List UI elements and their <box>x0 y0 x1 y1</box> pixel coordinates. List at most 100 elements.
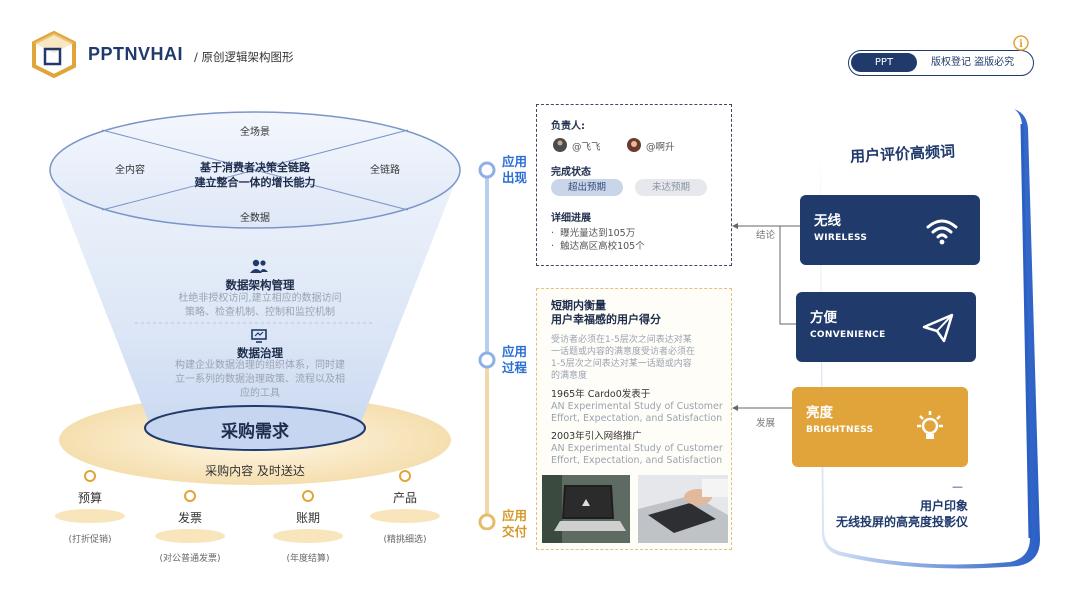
timeline-stage-3: 应用 交付 <box>502 508 527 540</box>
progress-label: 详细进展 <box>551 213 591 224</box>
info-icon[interactable]: i <box>1013 35 1029 51</box>
card-brightness-cn: 亮度 <box>806 405 833 421</box>
pill-copyright-label: 版权登记 盗版必究 <box>931 57 1015 68</box>
label-full-scene: 全场景 <box>240 127 270 138</box>
card-brightness-en: BRIGHTNESS <box>806 425 874 435</box>
label-full-content: 全内容 <box>115 165 145 176</box>
card-wireless-cn: 无线 <box>814 213 841 229</box>
section1-desc: 杜绝非授权访问,建立相应的数据访问 策略、检查机制、控制和监控机制 <box>160 292 360 320</box>
measure-title-1: 短期内衡量 <box>551 299 606 312</box>
phone-footer: 用户印象 无线投屏的高亮度投影仪 <box>820 498 968 530</box>
keyword-card-wireless: 无线 WIRELESS <box>800 195 980 265</box>
base-title: 采购需求 <box>221 422 289 442</box>
funnel-graphic <box>49 111 461 543</box>
base-subtitle: 采购内容 及时送达 <box>205 464 305 478</box>
section1-desc-2: 策略、检查机制、控制和监控机制 <box>185 307 335 318</box>
section1-desc-1: 杜绝非授权访问,建立相应的数据访问 <box>178 293 342 304</box>
item-term-note: (年度结算) <box>286 554 330 564</box>
measure-title: 短期内衡量 用户幸福感的用户得分 <box>551 299 661 327</box>
bullet-2-text: 触达高区高校105个 <box>560 241 645 252</box>
event-1: 1965年 Cardo0发表于 AN Experimental Study of… <box>551 389 723 425</box>
item-invoice-label: 发票 <box>177 511 202 525</box>
progress-bullets: · 曝光量达到105万 · 触达高区高校105个 <box>551 227 645 253</box>
footer-line-1: 用户印象 <box>919 499 968 513</box>
item-invoice-note: (对公普通发票) <box>159 554 221 564</box>
card-convenience-cn: 方便 <box>810 310 837 326</box>
center-line-1: 基于消费者决策全链路 <box>200 161 310 174</box>
users-icon <box>250 259 268 273</box>
photo-typing <box>638 475 728 543</box>
event-2-line-1: AN Experimental Study of Customer <box>551 443 723 454</box>
event-1-title: 1965年 Cardo0发表于 <box>551 389 651 400</box>
brand-subtitle: / 原创逻辑架构图形 <box>194 50 294 64</box>
center-line-2: 建立整合一体的增长能力 <box>194 176 316 189</box>
measure-desc: 受访者必须在1-5层次之间表达对某 一话题或内容的满意度受访者必须在 1-5层次… <box>551 334 695 382</box>
measure-desc-1: 受访者必须在1-5层次之间表达对某 <box>551 335 692 345</box>
connector-lines <box>732 223 802 411</box>
item-budget-note: (打折促销) <box>68 535 112 545</box>
status-tag-missed: 未达预期 <box>635 179 707 196</box>
item-product-label: 产品 <box>392 491 417 505</box>
wifi-icon <box>926 219 958 245</box>
status-tag-exceeded: 超出预期 <box>551 179 623 196</box>
measure-desc-4: 的满意度 <box>551 371 588 381</box>
card-convenience-en: CONVENIENCE <box>810 330 886 340</box>
photo-laptop <box>542 475 630 543</box>
stage-2-line-2: 过程 <box>502 360 528 375</box>
owner-2: @啊升 <box>646 142 675 153</box>
stage-1-line-2: 出现 <box>502 170 528 185</box>
item-budget-label: 预算 <box>77 491 102 505</box>
measure-desc-3: 1-5层次之间表达对某一话题或内容 <box>551 359 692 369</box>
bullet-1-text: 曝光量达到105万 <box>560 228 636 239</box>
event-1-line-2: Effort, Expectation, and Satisfaction <box>551 413 723 424</box>
measure-title-2: 用户幸福感的用户得分 <box>551 313 661 326</box>
label-full-data: 全数据 <box>240 213 270 224</box>
measure-desc-2: 一话题或内容的满意度受访者必须在 <box>551 347 696 357</box>
avatar-2 <box>627 138 641 152</box>
stage-3-line-2: 交付 <box>502 524 528 539</box>
bulb-icon <box>917 411 943 439</box>
item-product-note: (精挑细选) <box>383 535 427 545</box>
funnel-center-text: 基于消费者决策全链路 建立整合一体的增长能力 <box>175 160 335 190</box>
paper-plane-icon <box>922 313 954 343</box>
footer-line-2: 无线投屏的高亮度投影仪 <box>835 515 968 529</box>
connector-label-development: 发展 <box>756 415 776 429</box>
event-1-line-1: AN Experimental Study of Customer <box>551 401 723 412</box>
brand-name: PPTNVHAI <box>88 44 184 64</box>
cube-logo-icon <box>32 30 76 78</box>
avatar-1 <box>553 138 567 152</box>
keyword-card-convenience: 方便 CONVENIENCE <box>796 292 976 362</box>
timeline-track <box>478 161 496 530</box>
svg-text:i: i <box>1019 39 1023 50</box>
bullet-2: · 触达高区高校105个 <box>551 241 645 252</box>
card-wireless-en: WIRELESS <box>814 233 868 243</box>
copyright-pill: PPT 版权登记 盗版必究 <box>848 50 1034 76</box>
keyword-card-brightness: 亮度 BRIGHTNESS <box>792 387 968 467</box>
bullet-1: · 曝光量达到105万 <box>551 228 636 239</box>
connector-label-conclusion: 结论 <box>756 227 776 241</box>
measurement-card: 短期内衡量 用户幸福感的用户得分 受访者必须在1-5层次之间表达对某 一话题或内… <box>536 288 732 550</box>
timeline-stage-1: 应用 出现 <box>502 154 527 186</box>
label-full-chain: 全链路 <box>370 165 400 176</box>
event-2-title: 2003年引入网络推广 <box>551 431 642 442</box>
event-2-line-2: Effort, Expectation, and Satisfaction <box>551 455 723 466</box>
footer-dash: — <box>952 480 963 493</box>
status-label: 完成状态 <box>551 167 591 178</box>
monitor-icon <box>251 329 267 343</box>
section2-desc-1: 构建企业数据治理的组织体系，同时建 <box>175 360 345 371</box>
section2-desc: 构建企业数据治理的组织体系，同时建 立一系列的数据治理政策、流程以及相 应的工具 <box>160 359 360 401</box>
section2-desc-2: 立一系列的数据治理政策、流程以及相 <box>175 374 345 385</box>
section2-title: 数据治理 <box>237 346 283 360</box>
stage-3-line-1: 应用 <box>502 508 528 523</box>
pill-ppt-label: PPT <box>851 53 917 72</box>
timeline-stage-2: 应用 过程 <box>502 344 527 376</box>
owner-label: 负责人: <box>551 121 585 132</box>
stage-2-line-1: 应用 <box>502 344 528 359</box>
section2-desc-3: 应的工具 <box>240 388 280 399</box>
stage-1-line-1: 应用 <box>502 154 528 169</box>
event-2: 2003年引入网络推广 AN Experimental Study of Cus… <box>551 431 723 467</box>
owner-1: @飞飞 <box>572 142 601 153</box>
item-term-label: 账期 <box>295 511 320 525</box>
section1-title: 数据架构管理 <box>225 278 295 292</box>
progress-card: 负责人: @飞飞 @啊升 完成状态 超出预期 未达预期 详细进展 · 曝光量达到… <box>536 104 732 266</box>
